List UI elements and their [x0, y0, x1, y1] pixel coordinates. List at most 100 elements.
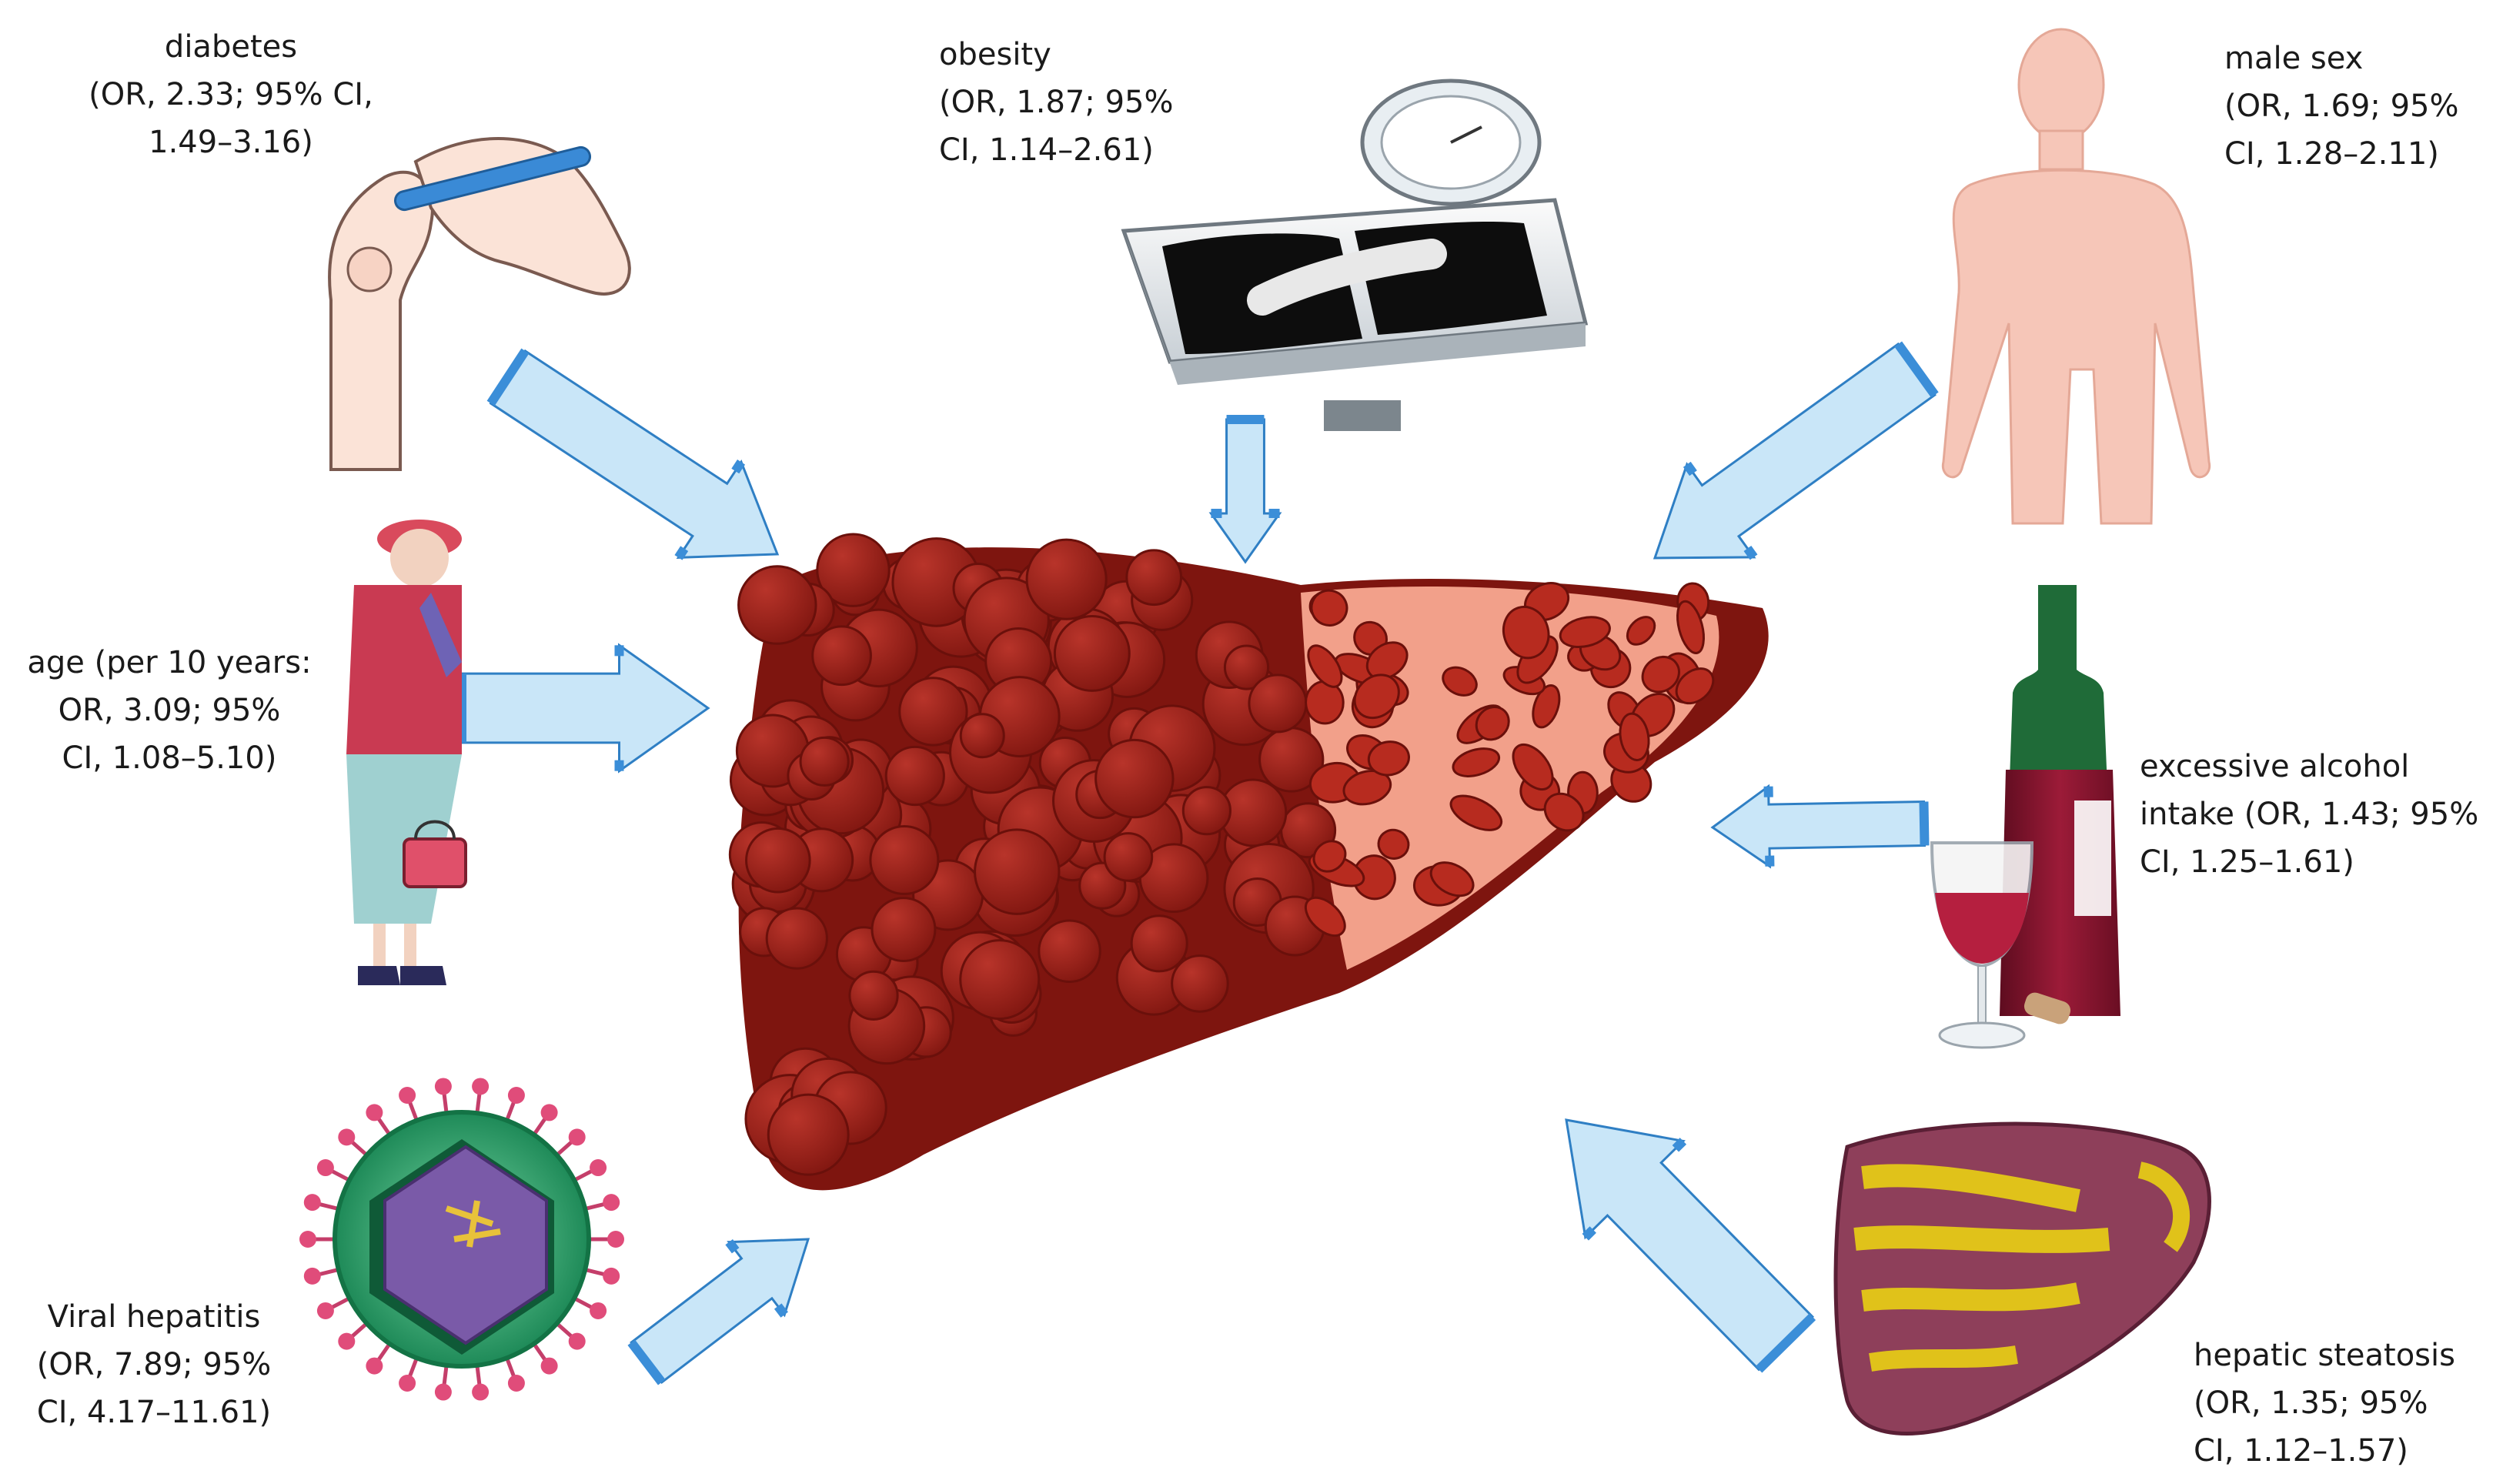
liver-nodule — [811, 625, 872, 687]
liver-nodule — [884, 745, 945, 807]
label-obesity: obesity (OR, 1.87; 95% CI, 1.14–2.61) — [939, 31, 1262, 174]
liver-nodule — [1103, 832, 1154, 882]
label-hepatic-steatosis-line-3: CI, 1.12–1.57) — [2194, 1433, 2408, 1469]
virus-spike-tip — [568, 1332, 586, 1350]
elderly-woman-icon — [346, 520, 467, 985]
virus-icon — [299, 1078, 624, 1401]
virus-spike-tip — [434, 1383, 452, 1401]
arrow-diabetes — [486, 348, 780, 560]
label-diabetes-line-1: diabetes — [164, 29, 298, 65]
liver-nodule — [869, 824, 940, 895]
virus-spike-tip — [472, 1078, 490, 1095]
liver-nodule — [1181, 786, 1231, 836]
virus-spike-tip — [316, 1159, 334, 1177]
label-viral-hepatitis-line-2: (OR, 7.89; 95% — [36, 1347, 272, 1382]
label-age: age (per 10 years: OR, 3.09; 95% CI, 1.0… — [8, 639, 331, 782]
fibrosis-cell — [1475, 705, 1510, 741]
fibrosis-cell — [1502, 605, 1550, 660]
label-alcohol-line-3: CI, 1.25–1.61) — [2140, 844, 2354, 880]
fibrosis-cell — [1452, 747, 1501, 777]
label-obesity-line-1: obesity — [939, 37, 1051, 72]
label-male-sex-line-3: CI, 1.28–2.11) — [2224, 136, 2439, 172]
virus-spike-tip — [590, 1302, 607, 1319]
fibrosis-cell — [1429, 861, 1475, 897]
fatty-liver-icon — [1833, 1121, 2211, 1436]
virus-spike-tip — [568, 1128, 586, 1146]
fibrosis-cell — [1342, 770, 1392, 806]
fibrosis-cell — [1377, 828, 1410, 860]
virus-spike-tip — [607, 1231, 624, 1248]
label-alcohol: excessive alcohol intake (OR, 1.43; 95% … — [2140, 743, 2494, 886]
liver-nodule — [767, 1093, 850, 1176]
liver-nodule — [959, 713, 1005, 759]
fibrosis-cell — [1307, 644, 1343, 688]
insulin-pen-hands-icon — [328, 137, 631, 471]
label-age-line-1: age (per 10 years: — [27, 645, 312, 680]
virus-spike-tip — [434, 1078, 452, 1095]
label-diabetes-line-2: (OR, 2.33; 95% CI, — [89, 77, 373, 112]
liver-nodule — [765, 907, 828, 970]
liver-nodule — [871, 897, 937, 963]
liver-nodule — [1025, 538, 1108, 620]
liver-nodule — [1094, 738, 1175, 819]
liver-nodule — [1038, 919, 1101, 984]
fibrosis-cell — [1310, 589, 1348, 627]
label-viral-hepatitis-line-1: Viral hepatitis — [47, 1299, 261, 1335]
label-age-line-3: CI, 1.08–5.10) — [62, 740, 277, 776]
virus-spike-tip — [366, 1357, 383, 1375]
liver-nodule — [848, 970, 899, 1021]
virus-spike-tip — [540, 1104, 558, 1121]
label-male-sex-line-2: (OR, 1.69; 95% — [2224, 89, 2459, 124]
label-hepatic-steatosis-line-1: hepatic steatosis — [2194, 1338, 2455, 1373]
arrow-alcohol — [1710, 784, 1930, 869]
label-obesity-line-2: (OR, 1.87; 95% — [939, 85, 1174, 120]
virus-spike-tip — [338, 1332, 356, 1350]
liver-nodules — [728, 533, 1337, 1176]
label-viral-hepatitis-line-3: CI, 4.17–11.61) — [36, 1395, 272, 1430]
arrows — [457, 341, 1939, 1385]
fibrosis-cell — [1675, 667, 1715, 705]
liver-nodule — [1130, 914, 1188, 973]
fibrosis-cell — [1365, 641, 1409, 680]
fibrosis-cell — [1512, 743, 1554, 791]
fibrosis-cell — [1641, 655, 1680, 694]
male-body-icon — [1941, 28, 2211, 525]
virus-spike-tip — [338, 1128, 356, 1146]
fibrosis-cell — [1532, 684, 1561, 729]
label-hepatic-steatosis-line-2: (OR, 1.35; 95% — [2194, 1385, 2428, 1421]
virus-spike-tip — [540, 1357, 558, 1375]
label-age-line-2: OR, 3.09; 95% — [58, 693, 281, 728]
liver-fibrosis-cells — [1304, 582, 1715, 938]
liver-nodule — [1248, 673, 1308, 734]
liver-nodule — [1125, 549, 1183, 607]
virus-spike-tip — [366, 1104, 383, 1121]
virus-spike-tip — [590, 1159, 607, 1177]
fibrosis-cell — [1559, 616, 1611, 648]
label-hepatic-steatosis: hepatic steatosis (OR, 1.35; 95% CI, 1.1… — [2194, 1332, 2494, 1475]
virus-spike-tip — [507, 1375, 525, 1392]
liver-nodule — [816, 533, 891, 607]
arrow-male-sex — [1653, 341, 1939, 560]
liver-nodule — [745, 827, 811, 894]
cirrhotic-liver-icon — [728, 533, 1769, 1191]
label-diabetes: diabetes (OR, 2.33; 95% CI, 1.49–3.16) — [31, 23, 431, 166]
label-alcohol-line-2: intake (OR, 1.43; 95% — [2140, 797, 2479, 832]
liver-nodule — [799, 736, 850, 787]
arrow-age — [457, 643, 710, 774]
liver-nodule — [959, 939, 1041, 1021]
wine-bottle-glass-icon — [1930, 585, 2120, 1049]
liver-nodule — [1223, 644, 1270, 690]
label-alcohol-line-1: excessive alcohol — [2140, 749, 2410, 784]
fibrosis-cell — [1304, 896, 1346, 938]
liver-nodule — [1171, 954, 1229, 1013]
label-male-sex: male sex (OR, 1.69; 95% CI, 1.28–2.11) — [2224, 35, 2486, 178]
weighing-scale-icon — [1121, 79, 1589, 431]
arrow-obesity — [1208, 415, 1282, 564]
virus-spike-tip — [507, 1086, 525, 1104]
fibrosis-cell — [1449, 794, 1503, 831]
label-obesity-line-3: CI, 1.14–2.61) — [939, 132, 1154, 168]
label-male-sex-line-1: male sex — [2224, 41, 2364, 76]
fibrosis-cell — [1676, 600, 1706, 654]
virus-spike-tip — [472, 1383, 490, 1401]
virus-spike-tip — [399, 1375, 416, 1392]
